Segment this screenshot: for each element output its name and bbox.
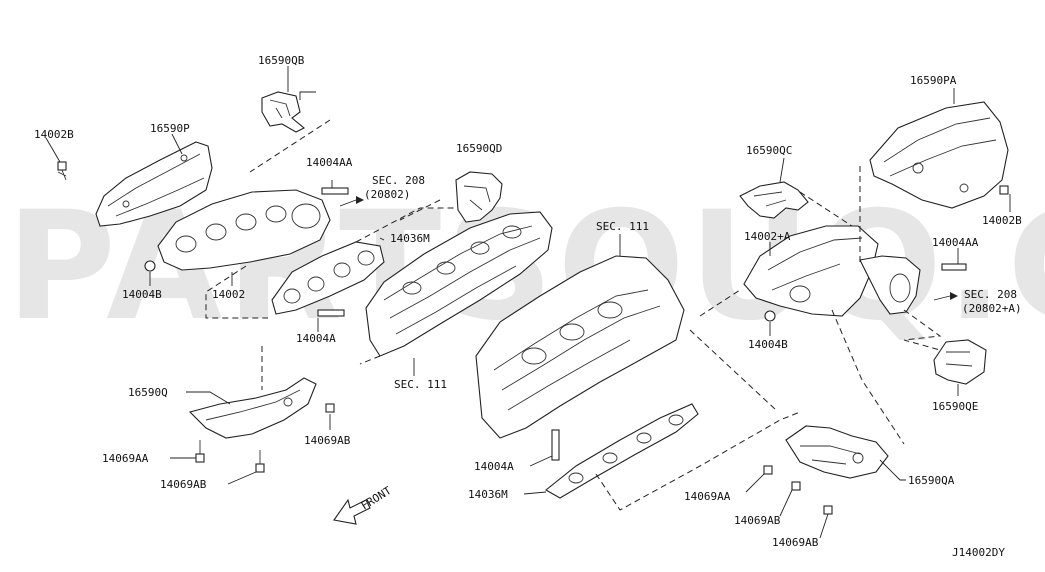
- label-sec208-left: SEC. 208: [372, 174, 425, 187]
- gasket-14036M-center[interactable]: [545, 403, 699, 499]
- bolt-14069AB-b[interactable]: [255, 450, 265, 473]
- heat-insulator-16590QA[interactable]: [785, 425, 889, 479]
- label-16590QE: 16590QE: [932, 400, 978, 413]
- stud-14004AA-right[interactable]: [941, 263, 967, 271]
- stud-14004A-center[interactable]: [551, 429, 560, 461]
- front-label: FRONT: [359, 484, 394, 513]
- label-16590QC: 16590QC: [746, 144, 792, 157]
- exhaust-manifold-14002A[interactable]: [743, 225, 879, 317]
- stud-14004AA-left[interactable]: [321, 187, 349, 195]
- label-sec111-left: SEC. 111: [394, 378, 447, 391]
- label-14036M-center: 14036M: [468, 488, 508, 501]
- heat-insulator-16590P[interactable]: [95, 141, 213, 227]
- bolt-14069AB-d[interactable]: [823, 505, 833, 515]
- assembly-dashed-lines: [205, 119, 942, 511]
- label-14002B-left: 14002B: [34, 128, 74, 141]
- label-sec111-right: SEC. 111: [596, 220, 649, 233]
- bolt-14069AB-c[interactable]: [791, 481, 801, 491]
- stud-14004A-left[interactable]: [317, 309, 345, 317]
- nut-14004B-left[interactable]: [144, 260, 156, 272]
- label-14004A-center: 14004A: [474, 460, 514, 473]
- heat-insulator-16590Q[interactable]: [188, 377, 317, 439]
- bolt-14069AB-a[interactable]: [325, 403, 335, 413]
- leader-lines: [45, 66, 1011, 539]
- label-14069AA-right: 14069AA: [684, 490, 731, 503]
- bolt-14069AA-left[interactable]: [195, 440, 205, 463]
- exhaust-manifold-14002[interactable]: [157, 189, 331, 271]
- heat-insulator-16590QB[interactable]: [261, 91, 305, 133]
- label-14002A: 14002+A: [744, 230, 791, 243]
- label-14002B-right: 14002B: [982, 214, 1022, 227]
- label-14069AB-c: 14069AB: [734, 514, 781, 527]
- cylinder-head-right[interactable]: [475, 255, 685, 439]
- label-sec208-left-sub: (20802): [364, 188, 410, 201]
- label-14004B-left: 14004B: [122, 288, 162, 301]
- label-14069AB-a: 14069AB: [304, 434, 351, 447]
- label-14036M-left: 14036M: [390, 232, 430, 245]
- label-16590Q: 16590Q: [128, 386, 168, 399]
- diagram-code: J14002DY: [952, 546, 1005, 559]
- gasket-14036M-left[interactable]: [271, 241, 385, 315]
- label-16590QB: 16590QB: [258, 54, 305, 67]
- heat-insulator-16590QC[interactable]: [739, 181, 809, 219]
- heat-insulator-16590PA[interactable]: [869, 101, 1009, 209]
- label-14004B-right: 14004B: [748, 338, 788, 351]
- exhaust-pipe-flange-right[interactable]: [859, 255, 921, 315]
- sec208-right-arrow: [933, 295, 951, 301]
- label-16590PA: 16590PA: [910, 74, 957, 87]
- label-14002: 14002: [212, 288, 245, 301]
- bolt-14002B-right[interactable]: [999, 185, 1009, 195]
- label-14069AB-d: 14069AB: [772, 536, 819, 549]
- label-14004AA-right: 14004AA: [932, 236, 979, 249]
- heat-insulator-16590QD[interactable]: [455, 171, 503, 223]
- label-16590QD: 16590QD: [456, 142, 502, 155]
- cylinder-head-left[interactable]: [365, 211, 553, 357]
- heat-insulator-16590QE[interactable]: [933, 339, 987, 385]
- front-arrow: [333, 498, 371, 525]
- label-sec208-right: SEC. 208: [964, 288, 1017, 301]
- bolt-14002B-left[interactable]: [57, 161, 67, 181]
- label-14069AA-left: 14069AA: [102, 452, 149, 465]
- sec208-left-arrow: [339, 199, 357, 207]
- nut-14004B-right[interactable]: [764, 310, 776, 322]
- label-14004A-left: 14004A: [296, 332, 336, 345]
- bolt-14069AA-right[interactable]: [763, 465, 773, 475]
- label-14004AA-left: 14004AA: [306, 156, 353, 169]
- label-14069AB-b: 14069AB: [160, 478, 207, 491]
- label-sec208-right-sub: (20802+A): [962, 302, 1022, 315]
- label-16590QA: 16590QA: [908, 474, 955, 487]
- label-16590P: 16590P: [150, 122, 190, 135]
